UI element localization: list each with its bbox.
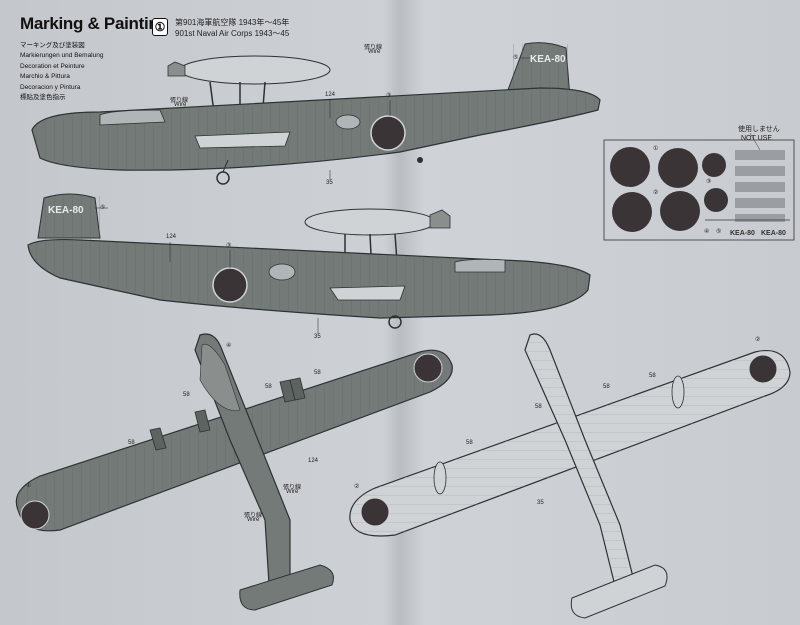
wire-label-en-3: Wire <box>286 489 299 495</box>
callout-58-c: 58 <box>314 370 321 376</box>
scheme-number-badge: ① <box>152 18 168 36</box>
callout-124-b: 124 <box>166 234 177 240</box>
callout-58-e: 58 <box>649 373 656 379</box>
callout-35-a: 35 <box>326 180 333 186</box>
callout-4-top: ④ <box>226 343 232 349</box>
decal-reg-left: KEA-80 <box>730 230 755 237</box>
title-de: Markierungen und Bemalung <box>20 52 104 60</box>
callout-1-top: ① <box>26 483 32 489</box>
title-fr: Decoration et Peinture <box>20 62 85 70</box>
wire-label-jp-2: 張り線 <box>170 98 189 104</box>
decal-hinomaru-large-3 <box>612 192 652 232</box>
tail-code-right: KEA-80 <box>48 205 84 216</box>
callout-3-a: ③ <box>386 93 392 99</box>
not-use-label-jp: 使用しません <box>738 126 780 133</box>
upper-wing-section-2 <box>304 208 436 236</box>
callout-35-b: 35 <box>314 334 321 340</box>
callout-124-c: 124 <box>308 458 319 464</box>
hinomaru-under-left <box>360 497 390 527</box>
decal-marker-2: ② <box>653 190 659 196</box>
title-jp: マーキング及び塗装図 <box>20 42 85 49</box>
not-use-label-en: NOT USE <box>741 135 772 142</box>
decal-hinomaru-small-1 <box>702 153 726 177</box>
tail-code-left: KEA-80 <box>530 54 566 65</box>
hinomaru-fuselage-2 <box>212 267 248 303</box>
bottom-tailplane <box>570 564 668 619</box>
bottom-view <box>349 333 791 619</box>
upper-wing-section <box>179 55 331 85</box>
decal-hinomaru-large-2 <box>658 148 698 188</box>
decal-hinomaru-large-4 <box>660 191 700 231</box>
page-title: Marking & Painting <box>20 14 169 33</box>
callout-58-h: 58 <box>466 440 473 446</box>
wire-label-jp: 張り線 <box>364 45 383 51</box>
title-translations: マーキング及び塗装図 Markierungen und Bemalung Dec… <box>20 41 103 103</box>
callout-5-a: ⑤ <box>513 55 519 61</box>
decal-sheet-outline <box>603 139 795 241</box>
decal-hinomaru-large-1 <box>610 147 650 187</box>
title-cn: 標貼及塗色指示 <box>20 94 66 102</box>
decal-sheet <box>603 132 795 241</box>
callout-58-g: 58 <box>535 404 542 410</box>
wire-label-jp-4: 張り線 <box>244 513 263 519</box>
callout-58-f: 58 <box>603 384 610 390</box>
unit-title-en: 901st Naval Air Corps 1943〜45 <box>175 29 290 38</box>
callout-2-under-a: ② <box>755 337 761 343</box>
callout-35-c: 35 <box>537 500 544 506</box>
unit-title-jp: 第901海軍航空隊 1943年〜45年 <box>175 18 290 27</box>
callout-58-a: 58 <box>183 392 190 398</box>
wire-label-jp-3: 張り線 <box>283 485 302 491</box>
hinomaru-wing-right <box>413 353 443 383</box>
decal-marker-3: ③ <box>706 179 712 185</box>
decal-marker-5: ⑤ <box>716 229 722 235</box>
wire-label-en-4: Wire <box>247 517 260 523</box>
callout-5-b: ⑤ <box>100 205 106 211</box>
callout-3-b: ③ <box>226 243 232 249</box>
decal-hinomaru-small-2 <box>704 188 728 212</box>
wire-label-en: Wire <box>368 49 381 55</box>
decal-reg-right: KEA-80 <box>761 230 786 237</box>
hinomaru-wing-left <box>20 500 50 530</box>
hinomaru-fuselage <box>370 115 406 151</box>
wire-label-en-2: Wire <box>174 102 187 108</box>
callout-58-b: 58 <box>265 384 272 390</box>
top-tailplane <box>239 564 334 611</box>
callout-2-under-b: ② <box>354 484 360 490</box>
side-view-right <box>27 193 591 334</box>
side-view-left <box>31 42 601 185</box>
callout-124-a: 124 <box>325 92 336 98</box>
top-view <box>15 333 453 611</box>
decal-marker-4: ④ <box>704 229 710 235</box>
title-it: Marchio & Pittura <box>20 73 70 81</box>
callout-58-d: 58 <box>128 440 135 446</box>
decal-marker-1: ① <box>653 146 659 152</box>
hinomaru-under-right <box>748 354 778 384</box>
title-es: Decoracion y Pintura <box>20 83 81 91</box>
